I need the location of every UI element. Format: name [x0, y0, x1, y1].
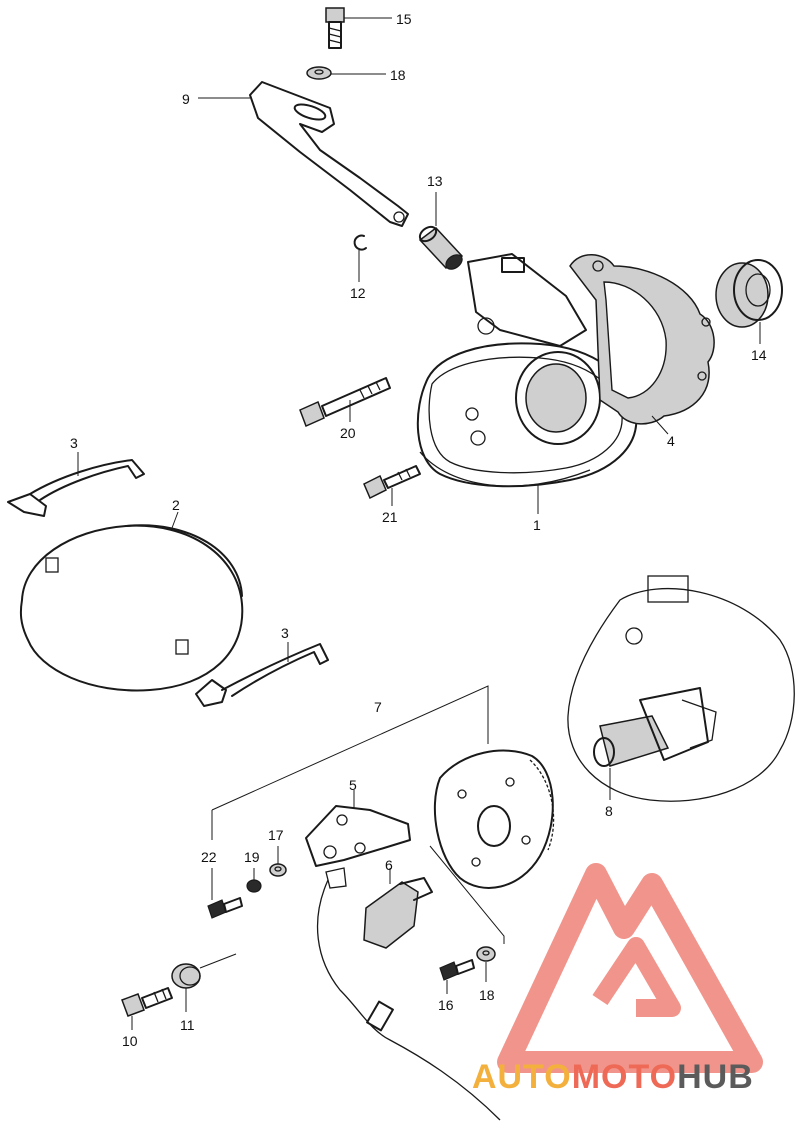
leader-2 — [171, 511, 179, 529]
callout-7: 7 — [374, 699, 382, 715]
part-12-clip — [353, 234, 367, 251]
callout-17: 17 — [268, 827, 284, 843]
part-18-washer-lower — [476, 946, 496, 962]
callout-4: 4 — [667, 433, 675, 449]
callout-9: 9 — [182, 91, 190, 107]
automotohub-logo — [497, 863, 763, 1073]
callout-1: 1 — [533, 517, 541, 533]
part-19-nut — [246, 879, 262, 893]
callout-3-lower: 3 — [281, 625, 289, 641]
part-2-cover — [19, 524, 244, 692]
part-18-washer-top — [306, 66, 332, 80]
part-17-washer — [269, 863, 287, 877]
part-7-base-plate — [433, 749, 555, 889]
watermark-word-hub: HUB — [677, 1058, 754, 1096]
callout-20: 20 — [340, 425, 356, 441]
part-6-condenser — [316, 867, 501, 1121]
leader-7-group — [211, 685, 489, 811]
callout-12: 12 — [350, 285, 366, 301]
part-8-assembly — [567, 575, 795, 802]
leader-11-line — [199, 953, 237, 969]
part-14-seal — [715, 259, 783, 328]
callout-3-upper: 3 — [70, 435, 78, 451]
callout-15: 15 — [396, 11, 412, 27]
part-3-spring-clip-lower — [195, 643, 329, 707]
callout-21: 21 — [382, 509, 398, 525]
part-16-screw — [439, 959, 475, 981]
callout-13: 13 — [427, 173, 443, 189]
leader-plate — [429, 845, 505, 944]
leader-4 — [651, 415, 669, 435]
callout-14: 14 — [751, 347, 767, 363]
part-5-contact-breaker — [305, 805, 411, 867]
part-15-bolt — [325, 7, 345, 49]
part-4-gasket — [569, 254, 715, 425]
callout-22: 22 — [201, 849, 217, 865]
callout-10: 10 — [122, 1033, 138, 1049]
callout-6: 6 — [385, 857, 393, 873]
part-11-washer — [171, 963, 201, 989]
callout-16: 16 — [438, 997, 454, 1013]
callout-8: 8 — [605, 803, 613, 819]
part-9-bracket — [249, 81, 409, 227]
part-10-bolt — [121, 987, 173, 1017]
part-21-bolt — [363, 465, 421, 500]
watermark-word-auto: AUTO — [472, 1058, 572, 1096]
callout-18-lower: 18 — [479, 987, 495, 1003]
part-20-long-bolt — [299, 377, 391, 428]
callout-5: 5 — [349, 777, 357, 793]
callout-18-top: 18 — [390, 67, 406, 83]
part-22-screw — [207, 897, 243, 919]
callout-11: 11 — [180, 1017, 195, 1033]
watermark-word-moto: MOTO — [572, 1058, 677, 1096]
callout-2: 2 — [172, 497, 180, 513]
callout-19: 19 — [244, 849, 260, 865]
part-3-spring-clip-upper — [7, 459, 145, 517]
part-13-bushing — [418, 225, 464, 270]
watermark-text: AUTOMOTOHUB — [472, 1058, 754, 1096]
